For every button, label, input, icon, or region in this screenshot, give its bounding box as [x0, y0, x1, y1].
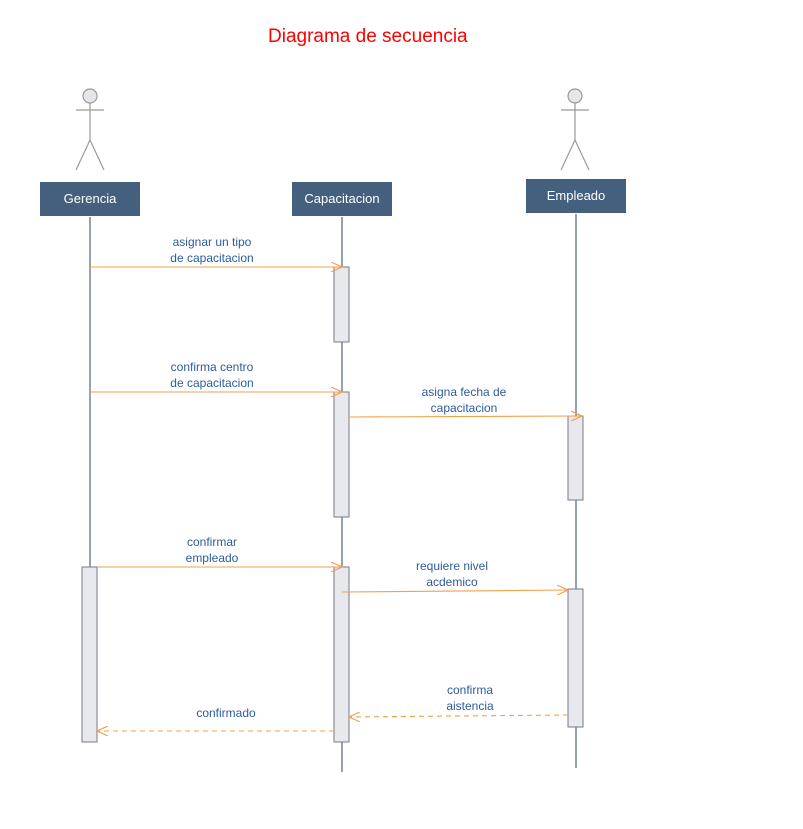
message-label: asigna fecha de capacitacion [421, 385, 507, 415]
activation-bar [333, 566, 350, 743]
actor-gerencia: Gerencia [40, 182, 140, 216]
message-label: confirma aistencia [446, 683, 494, 713]
activation-bar [81, 566, 98, 743]
activation-bar [567, 588, 584, 728]
message-arrow [341, 590, 568, 592]
message-label: requiere nivel acdemico [415, 559, 489, 589]
stick-figure-icon [75, 88, 105, 171]
activation-bar [567, 415, 584, 501]
message-label: confirmado [196, 706, 256, 720]
message-label: confirmar empleado [185, 535, 239, 565]
return-arrow [349, 715, 569, 717]
message-label: confirma centro de capacitacion [170, 360, 254, 390]
message-label: asignar un tipo de capacitacion [170, 235, 254, 265]
diagram-title: Diagrama de secuencia [268, 26, 468, 47]
activation-bar [333, 391, 350, 518]
actor-empleado: Empleado [526, 179, 626, 213]
message-arrow [348, 416, 582, 417]
activation-bar [333, 266, 350, 343]
actor-capacitacion: Capacitacion [292, 182, 392, 216]
stick-figure-icon [560, 88, 590, 171]
